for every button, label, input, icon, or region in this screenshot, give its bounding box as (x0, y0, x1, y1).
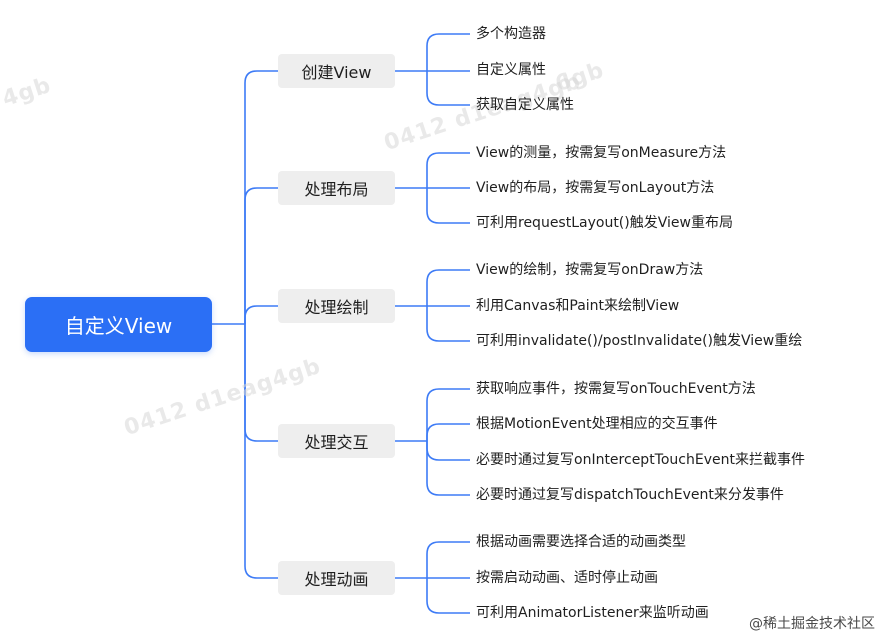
leaf-connector (426, 441, 470, 496)
branch-node-animation: 处理动画 (278, 561, 395, 595)
leaf-connector (426, 578, 470, 614)
leaf-item: View的布局，按需复写onLayout方法 (476, 180, 715, 196)
leaf-item: 可利用invalidate()/postInvalidate()触发View重绘 (476, 333, 803, 349)
leaf-connector (426, 541, 470, 578)
leaf-item: 根据动画需要选择合适的动画类型 (476, 534, 686, 550)
leaf-item: 按需启动动画、适时停止动画 (476, 570, 658, 586)
leaf-item: 可利用AnimatorListener来监听动画 (476, 605, 709, 621)
root-node: 自定义View (25, 297, 212, 352)
branch-label: 处理绘制 (304, 298, 369, 317)
leaf-connector (426, 306, 470, 342)
leaf-connector (426, 388, 470, 441)
branch-connector (244, 305, 278, 324)
leaf-connector (426, 152, 470, 188)
branch-node-layout: 处理布局 (278, 171, 395, 205)
leaf-item: 根据MotionEvent处理相应的交互事件 (476, 416, 718, 432)
branch-label: 处理动画 (304, 570, 369, 589)
leaf-connector (426, 71, 470, 106)
branch-connector (244, 70, 278, 324)
leaf-item: 必要时通过复写dispatchTouchEvent来分发事件 (476, 487, 784, 503)
leaf-connector (426, 33, 470, 71)
leaf-connector (426, 441, 470, 461)
leaf-item: View的测量，按需复写onMeasure方法 (476, 145, 727, 161)
branch-node-draw: 处理绘制 (278, 289, 395, 323)
brand-watermark: @稀土掘金技术社区 (747, 613, 877, 633)
leaf-item: 自定义属性 (476, 62, 546, 78)
branch-connector (244, 187, 278, 324)
root-label: 自定义View (64, 314, 173, 338)
branch-label: 处理交互 (304, 433, 369, 452)
branch-connector (244, 324, 278, 442)
branch-node-interaction: 处理交互 (278, 424, 395, 458)
leaf-item: 可利用requestLayout()触发View重布局 (476, 215, 733, 231)
leaf-item: 获取自定义属性 (476, 97, 574, 113)
leaf-item: 利用Canvas和Paint来绘制View (476, 298, 680, 314)
leaf-item: 多个构造器 (476, 26, 546, 42)
branch-node-create: 创建View (278, 54, 395, 88)
branch-connector (244, 324, 278, 579)
leaf-item: View的绘制，按需复写onDraw方法 (476, 262, 704, 278)
leaf-connector (426, 188, 470, 224)
branch-label: 处理布局 (304, 180, 369, 199)
leaf-item: 必要时通过复写onInterceptTouchEvent来拦截事件 (476, 452, 805, 468)
leaf-item: 获取响应事件，按需复写onTouchEvent方法 (476, 381, 756, 397)
branch-label: 创建View (301, 63, 372, 82)
leaf-connector (426, 423, 470, 441)
leaf-connector (426, 269, 470, 306)
